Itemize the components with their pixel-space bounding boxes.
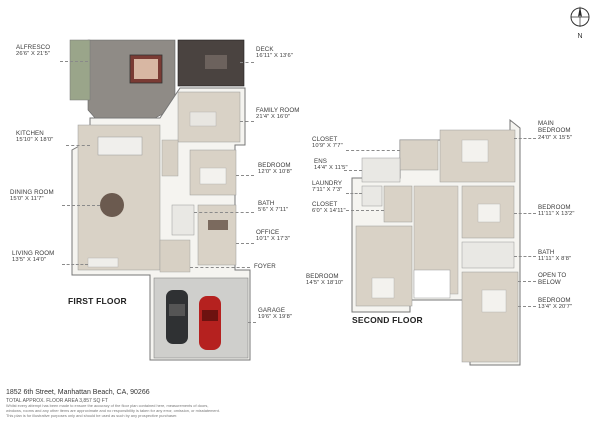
car-red	[199, 296, 221, 350]
dining-table	[100, 193, 124, 217]
foyer-floor	[159, 239, 191, 273]
leader-closet1	[346, 150, 400, 151]
label-closet1: CLOSET 10'9" x 7'7"	[312, 136, 343, 150]
label-office: OFFICE 10'1" x 17'3"	[256, 229, 291, 243]
bath-first-floor	[171, 204, 195, 236]
disclaimer: Whilst every attempt has been made to en…	[6, 403, 456, 418]
leader-bath-second	[514, 256, 536, 257]
laundry-floor	[361, 185, 383, 207]
leader-bath-first	[194, 212, 254, 213]
compass-label: N	[577, 33, 582, 40]
label-dining: DINING ROOM 15'0" x 11'7"	[10, 189, 54, 203]
label-alfresco: ALFRESCO 26'6" x 21'5"	[16, 44, 50, 59]
label-open-to-below: OPEN TO BELOW	[538, 272, 567, 287]
car-black	[166, 290, 188, 344]
kitchen-island	[97, 136, 143, 156]
label-closet2: CLOSET 6'0" x 14'11"	[312, 201, 346, 215]
label-main-bedroom: MAIN BEDROOM 24'0" x 15'5"	[538, 120, 573, 141]
label-bedroom-left: BEDROOM 14'5" x 18'10"	[306, 273, 344, 287]
disclaimer-line-3: This plan is for illustrative purposes o…	[6, 412, 178, 418]
leader-deck	[240, 62, 254, 63]
ens-floor	[361, 157, 401, 183]
label-bedroom-r1: BEDROOM 11'11" x 13'2"	[538, 204, 575, 218]
leader-open	[518, 281, 536, 282]
second-floor-title: SECOND FLOOR	[352, 315, 423, 325]
label-bath-first: BATH 5'6" x 7'11"	[258, 200, 289, 214]
label-bedroom-first: BEDROOM 12'0" x 10'8"	[258, 162, 293, 176]
label-ens: ENS 14'4" x 11'5"	[314, 158, 348, 172]
office-floor	[197, 204, 237, 266]
label-foyer: FOYER	[254, 263, 276, 270]
address: 1852 6th Street, Manhattan Beach, CA, 90…	[6, 389, 150, 396]
stairs-first	[161, 139, 179, 177]
leader-ens	[344, 170, 362, 171]
total-floor-area: TOTAL APPROX. FLOOR AREA 3,857 SQ FT	[6, 398, 108, 404]
leader-bedroom-first	[236, 175, 254, 176]
leader-bedroom-r1	[514, 213, 536, 214]
leader-dining	[62, 205, 100, 206]
bedroom-r2-floor	[461, 271, 519, 363]
second-floor-plan	[351, 118, 521, 366]
closet-2-floor	[383, 185, 413, 223]
leader-main-bedroom	[514, 138, 536, 139]
disclaimer-line-1: Whilst every attempt has been made to en…	[6, 403, 209, 408]
leader-closet2	[346, 210, 384, 211]
label-laundry: LAUNDRY 7'11" x 7'3"	[312, 180, 343, 194]
leader-kitchen	[66, 145, 90, 146]
living-sofa	[87, 257, 119, 268]
label-deck: DECK 16'11" x 13'6"	[256, 46, 293, 60]
label-bath-second: BATH 11'11" x 8'8"	[538, 249, 572, 263]
leader-laundry	[346, 193, 362, 194]
leader-office	[236, 243, 254, 244]
planter	[69, 39, 91, 101]
label-garage: GARAGE 19'6" x 19'8"	[258, 307, 293, 321]
label-family: FAMILY ROOM 21'4" x 16'0"	[256, 107, 300, 121]
disclaimer-line-2: windows, rooms and any other items are a…	[6, 407, 220, 413]
leader-family	[240, 121, 254, 122]
label-bedroom-r2: BEDROOM 13'4" x 20'7"	[538, 297, 573, 311]
leader-living	[62, 264, 88, 265]
leader-alfresco	[60, 61, 88, 62]
room-dim: 26'6" x 21'5"	[16, 51, 51, 58]
compass-icon: N	[570, 6, 590, 40]
first-floor-plan	[69, 39, 251, 361]
bath-second-floor	[461, 241, 515, 269]
leader-foyer	[190, 267, 250, 268]
leader-garage	[248, 322, 256, 323]
first-floor-title: FIRST FLOOR	[68, 296, 127, 306]
open-to-below	[413, 269, 451, 299]
label-living: LIVING ROOM 13'5" x 14'0"	[12, 250, 55, 264]
label-kitchen: KITCHEN 15'10" x 18'0"	[16, 130, 54, 144]
room-name: ALFRESCO	[16, 44, 51, 51]
leader-bedroom-r2	[518, 306, 536, 307]
closet-1-floor	[399, 139, 439, 171]
